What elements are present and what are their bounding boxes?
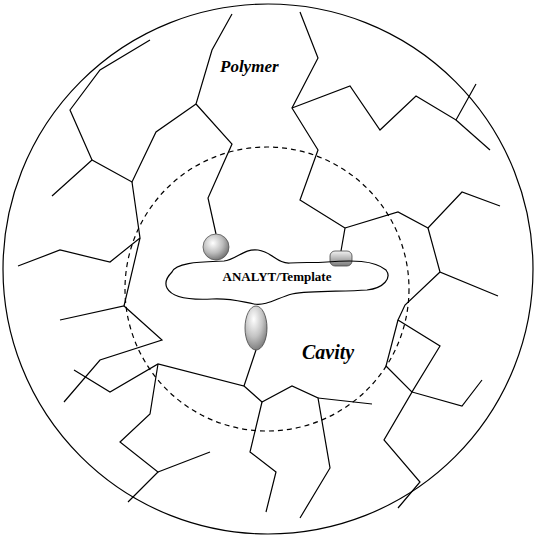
region-label: Polymer — [220, 58, 279, 77]
polymer-chain — [250, 402, 276, 512]
polymer-chain — [456, 120, 490, 150]
template-molecule: ANALYT/Template — [162, 246, 392, 308]
polymer-chain — [428, 228, 498, 296]
region-outline-path — [3, 4, 533, 534]
functional-monomer-block — [330, 251, 352, 266]
polymer-chain — [244, 386, 330, 518]
polymer-chain — [398, 272, 482, 406]
polymer-chain — [120, 364, 158, 502]
template-outline-path — [166, 250, 388, 305]
polymer-matrix: PolymerCavity ANALYT/Template — [2, 3, 534, 535]
polymer-chain — [292, 84, 476, 130]
polymer-chain — [318, 398, 372, 404]
polymer-chain — [292, 12, 345, 251]
polymer-chain — [158, 452, 210, 472]
region-label: Cavity — [302, 341, 354, 363]
polymer-chain — [196, 14, 232, 234]
polymer-chain — [18, 182, 140, 266]
polymer-chain — [70, 40, 150, 160]
region-outline-path — [125, 147, 409, 431]
template-label: ANALYT/Template — [223, 270, 332, 284]
polymer-chain — [345, 192, 500, 228]
functional-monomer-ellipse — [245, 306, 267, 350]
polymer-chain — [74, 350, 256, 392]
polymer-chain — [384, 320, 420, 508]
functional-monomer-sphere — [203, 234, 229, 260]
polymer-chain — [60, 306, 162, 402]
cavity-region: Cavity ANALYT/Template — [124, 146, 410, 432]
